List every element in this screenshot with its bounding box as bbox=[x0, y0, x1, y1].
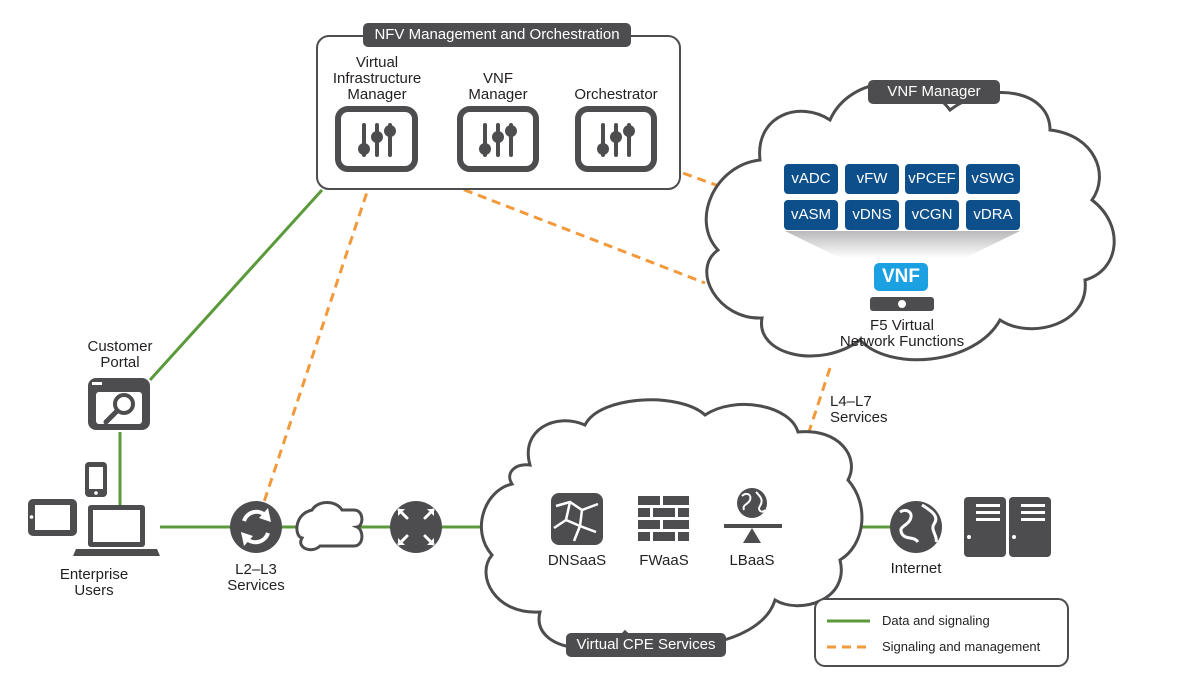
lbaas-icon bbox=[724, 488, 782, 543]
vnf-box-vdns: vDNS bbox=[845, 200, 899, 230]
vnf-box-vadc: vADC bbox=[784, 164, 838, 194]
vnf-box-vswg: vSWG bbox=[966, 164, 1020, 194]
server-rack-icon bbox=[964, 497, 1051, 557]
orchestrator-sliders-icon bbox=[575, 106, 657, 172]
laptop-icon bbox=[73, 505, 160, 556]
internet-globe-icon bbox=[890, 501, 942, 553]
vnf-badge: VNF bbox=[874, 263, 928, 291]
lbaas-label: LBaaS bbox=[729, 552, 775, 569]
customer-portal-icon bbox=[88, 378, 150, 430]
l2l3-sync-icon bbox=[230, 501, 282, 553]
tablet-icon bbox=[28, 499, 77, 536]
router-icon bbox=[390, 501, 442, 553]
vnf-fade-shape bbox=[785, 231, 1020, 258]
orchestrator-label: Orchestrator bbox=[574, 86, 658, 103]
customer-portal-label: Customer Portal bbox=[87, 338, 153, 371]
green-links bbox=[118, 188, 890, 529]
vim-sliders-icon bbox=[335, 106, 418, 172]
nfv-mano-title: NFV Management and Orchestration bbox=[363, 23, 631, 47]
tunnel-icon bbox=[295, 501, 364, 552]
fwaas-firewall-icon bbox=[638, 496, 689, 541]
enterprise-users-label: Enterprise Users bbox=[59, 566, 129, 599]
dnsaas-label: DNSaaS bbox=[547, 552, 607, 569]
link-vim-to-l2l3 bbox=[262, 164, 378, 503]
vnf-box-vcgn: vCGN bbox=[905, 200, 959, 230]
vnf-caption: F5 Virtual Network Functions bbox=[839, 317, 965, 350]
vnf-box-vdra: vDRA bbox=[966, 200, 1020, 230]
l4l7-services-label: L4–L7 Services bbox=[830, 393, 888, 426]
internet-label: Internet bbox=[890, 560, 942, 577]
vnf-box-vpcef: vPCEF bbox=[905, 164, 959, 194]
link-portal-to-nfv bbox=[148, 188, 324, 382]
vim-label: Virtual Infrastructure Manager bbox=[332, 54, 422, 103]
vnf-manager-title: VNF Manager bbox=[868, 80, 1000, 104]
dnsaas-icon bbox=[551, 493, 603, 545]
vcpe-title: Virtual CPE Services bbox=[566, 633, 726, 657]
vnf-box-vasm: vASM bbox=[784, 200, 838, 230]
vnf-box-vfw: vFW bbox=[845, 164, 899, 194]
fwaas-label: FWaaS bbox=[639, 552, 689, 569]
l2l3-services-label: L2–L3 Services bbox=[227, 561, 285, 594]
vnf-server-icon bbox=[870, 297, 934, 311]
vnf-manager-label: VNF Manager bbox=[468, 70, 528, 103]
vnfm-sliders-icon bbox=[457, 106, 539, 172]
legend-box bbox=[814, 598, 1069, 667]
legend-data-and-signaling: Data and signaling bbox=[882, 613, 990, 628]
legend-signaling-and-management: Signaling and management bbox=[882, 639, 1041, 654]
phone-icon bbox=[85, 462, 107, 497]
